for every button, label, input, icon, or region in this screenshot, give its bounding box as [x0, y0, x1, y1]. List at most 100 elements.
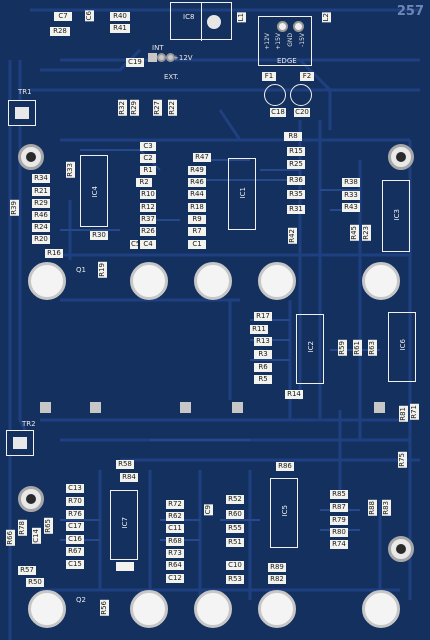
- label-r25: R25: [287, 160, 305, 169]
- label-r9: R9: [188, 215, 206, 224]
- pad-a: [40, 402, 51, 413]
- label-r79: R79: [330, 516, 348, 525]
- jack-7[interactable]: [130, 590, 168, 628]
- label-r75: R75: [398, 452, 407, 468]
- label-r13: R13: [254, 337, 272, 346]
- label-r34: R34: [32, 174, 50, 183]
- label-r22: R22: [168, 100, 177, 116]
- label-r40: R40: [110, 12, 130, 21]
- mount-hole-tl: [18, 144, 44, 170]
- label-r68: R68: [166, 537, 184, 546]
- label-r30: R30: [90, 231, 108, 240]
- label-r20: R20: [32, 235, 50, 244]
- label-c19: C19: [126, 58, 144, 67]
- label-r71: R71: [410, 404, 419, 420]
- label-r32: R32: [118, 100, 127, 116]
- label-r61: R61: [353, 340, 362, 356]
- label-r21: R21: [32, 187, 50, 196]
- label-r12: R12: [140, 203, 156, 212]
- label-c7: C7: [54, 12, 72, 21]
- jack-6[interactable]: [28, 590, 66, 628]
- label-r29-left: R29: [32, 199, 50, 208]
- label-r70: R70: [66, 497, 84, 506]
- label-tr2: TR2: [22, 420, 36, 428]
- transistor-tr2: [6, 430, 34, 456]
- jack-9[interactable]: [258, 590, 296, 628]
- label-f1: F1: [262, 72, 276, 81]
- label-r35: R35: [287, 190, 305, 199]
- label-r36: R36: [287, 176, 305, 185]
- ic2: IC2: [296, 314, 324, 384]
- ic8-regulator: IC8: [170, 2, 232, 41]
- label-r43: R43: [342, 203, 360, 212]
- label-r28: R28: [50, 27, 70, 36]
- jumper-pad-3: [166, 53, 175, 62]
- jack-8[interactable]: [194, 590, 232, 628]
- label-r84: R84: [120, 473, 138, 482]
- label-r59: R59: [338, 340, 347, 356]
- label-r11: R11: [250, 325, 268, 334]
- label-r78: R78: [18, 520, 27, 536]
- label-r87: R87: [330, 503, 348, 512]
- label-r7: R7: [188, 227, 206, 236]
- label-c2: C2: [140, 154, 156, 163]
- label-r62: R62: [166, 512, 184, 521]
- label-r76: R76: [66, 510, 84, 519]
- label-c9: C9: [204, 504, 213, 516]
- label-r82: R82: [268, 575, 286, 584]
- label-r1: R1: [140, 166, 156, 175]
- label-r6: R6: [254, 363, 272, 372]
- pad-c: [180, 402, 191, 413]
- jumper-pad-2: [157, 53, 166, 62]
- pad-e: [374, 402, 385, 413]
- label-c11: C11: [166, 524, 184, 533]
- label-r52: R52: [226, 495, 244, 504]
- label-c15: C15: [66, 560, 84, 569]
- label-r29-top: R29: [130, 100, 139, 116]
- label-f2: F2: [300, 72, 314, 81]
- ic7: IC7: [110, 490, 138, 560]
- label-r60: R60: [226, 510, 244, 519]
- label-c18: C18: [270, 108, 286, 117]
- label-l1: L1: [237, 12, 246, 23]
- label-r39: R39: [10, 200, 19, 216]
- label-r24: R24: [32, 223, 50, 232]
- label-c14: C14: [32, 528, 41, 544]
- label-r88: R88: [368, 500, 377, 516]
- label-r23: R23: [362, 225, 371, 241]
- ic6: IC6: [388, 312, 416, 382]
- label-c16: C16: [66, 535, 84, 544]
- label-r19: R19: [98, 262, 107, 278]
- label-r49: R49: [188, 166, 206, 175]
- cap-c20: [290, 84, 312, 106]
- label-r15: R15: [287, 147, 305, 156]
- mount-hole-tr: [388, 144, 414, 170]
- label-c4: C4: [140, 240, 156, 249]
- jack-4[interactable]: [258, 262, 296, 300]
- label-c6: C6: [85, 10, 94, 22]
- ic5: IC5: [270, 478, 298, 548]
- label-c17: C17: [66, 522, 84, 531]
- transistor-tr1: [8, 100, 36, 126]
- label-r42: R42: [288, 228, 297, 244]
- jack-3[interactable]: [194, 262, 232, 300]
- jack-2[interactable]: [130, 262, 168, 300]
- label-r47: R47: [193, 153, 211, 162]
- label-r74: R74: [330, 540, 348, 549]
- label-r46-mid: R46: [188, 178, 206, 187]
- label-r46-left: R46: [32, 211, 50, 220]
- jack-10[interactable]: [362, 590, 400, 628]
- jack-5[interactable]: [362, 262, 400, 300]
- label-r67: R67: [66, 547, 84, 556]
- cap-c18: [264, 84, 286, 106]
- label-p12: +12V: [173, 54, 193, 62]
- label-r73: R73: [166, 549, 184, 558]
- label-r80: R80: [330, 528, 348, 537]
- label-r38: R38: [342, 178, 360, 187]
- label-r63: R63: [368, 340, 377, 356]
- label-r44: R44: [188, 190, 206, 199]
- label-r81: R81: [399, 406, 408, 422]
- jack-1[interactable]: [28, 262, 66, 300]
